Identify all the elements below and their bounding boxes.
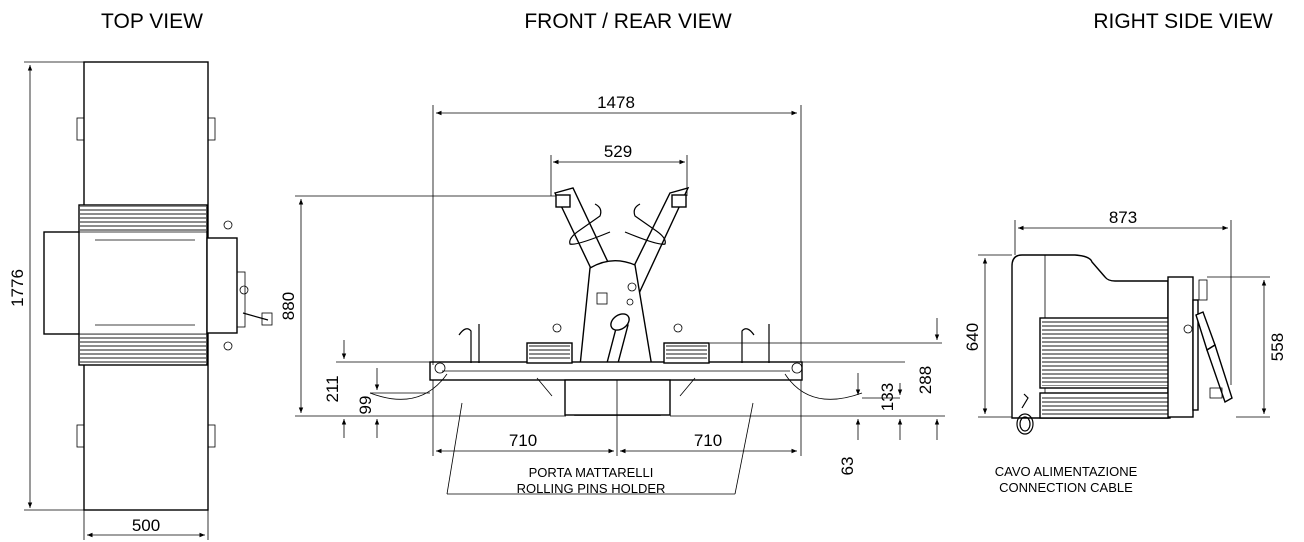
front-dim-table-height: 211: [323, 375, 342, 402]
side-dim-height-right: 558: [1268, 333, 1287, 361]
front-dim-roller-width: 529: [604, 142, 632, 161]
front-dim-288: 288: [916, 366, 935, 394]
front-dim-table-low: 99: [356, 396, 375, 415]
side-dim-height: 640: [963, 323, 982, 351]
front-dim-63: 63: [838, 457, 857, 476]
front-view-drawing: [295, 105, 945, 495]
side-view-title: RIGHT SIDE VIEW: [1093, 10, 1272, 33]
front-dim-right-half: 710: [694, 431, 722, 450]
side-view-drawing: [978, 220, 1270, 435]
front-view-title: FRONT / REAR VIEW: [524, 10, 731, 33]
front-dim-height: 880: [279, 292, 298, 320]
connection-cable-label-it: CAVO ALIMENTAZIONE: [995, 464, 1138, 479]
front-dim-left-half: 710: [509, 431, 537, 450]
rolling-pins-holder-label-en: ROLLING PINS HOLDER: [517, 481, 666, 496]
side-dim-depth: 873: [1109, 208, 1137, 227]
top-view-drawing: [24, 61, 273, 540]
top-dim-width: 500: [132, 516, 160, 535]
front-dim-133: 133: [878, 383, 897, 411]
front-dim-overall-width: 1478: [597, 93, 635, 112]
rolling-pins-holder-label-it: PORTA MATTARELLI: [529, 465, 654, 480]
top-view-title: TOP VIEW: [101, 10, 203, 33]
top-dim-length: 1776: [8, 269, 27, 307]
connection-cable-label-en: CONNECTION CABLE: [999, 480, 1133, 495]
